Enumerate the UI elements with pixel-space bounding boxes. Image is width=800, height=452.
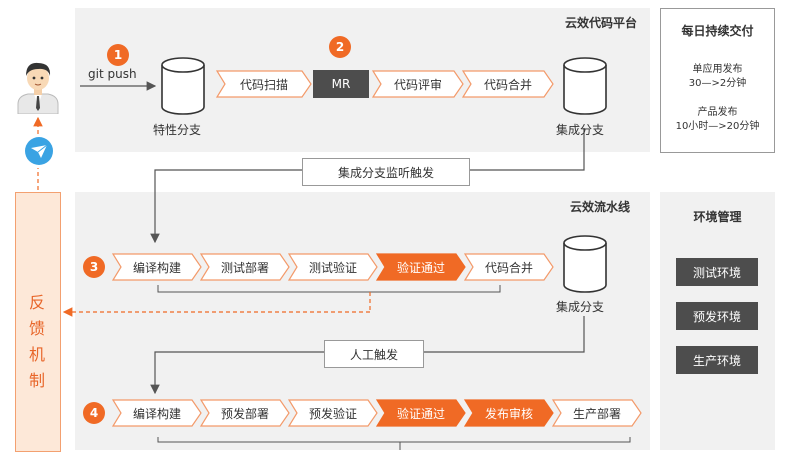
daily-delivery-box — [660, 8, 775, 153]
step-build-label: 编译构建 — [132, 260, 181, 275]
step-test-deploy-label: 测试部署 — [220, 260, 269, 275]
step-code-scan[interactable]: 代码扫描 — [216, 70, 312, 98]
feature-branch-db-icon — [161, 57, 205, 115]
step-code-scan-label: 代码扫描 — [239, 77, 288, 92]
step-test-deploy[interactable]: 测试部署 — [200, 253, 290, 281]
step-verified[interactable]: 验证通过 — [376, 253, 466, 281]
daily-item1-title: 单应用发布 — [692, 64, 743, 75]
feedback-bird-icon[interactable] — [24, 136, 54, 166]
step-staging-verify[interactable]: 预发验证 — [288, 399, 378, 427]
step-build-2-label: 编译构建 — [132, 406, 181, 421]
step-code-review[interactable]: 代码评审 — [372, 70, 464, 98]
step-release-review[interactable]: 发布审核 — [464, 399, 554, 427]
step-staging-deploy[interactable]: 预发部署 — [200, 399, 290, 427]
step-code-merge-2-label: 代码合并 — [484, 260, 533, 275]
code-platform-title: 云效代码平台 — [565, 16, 638, 30]
step-test-verify-label: 测试验证 — [308, 260, 357, 275]
step-release-review-label: 发布审核 — [484, 406, 533, 421]
env-production[interactable]: 生产环境 — [676, 346, 758, 374]
daily-delivery-title: 每日持续交付 — [681, 24, 754, 38]
step-badge-4: 4 — [83, 402, 105, 424]
daily-item2-title: 产品发布 — [697, 107, 738, 118]
integration-branch-label: 集成分支 — [556, 123, 605, 137]
step-test-verify[interactable]: 测试验证 — [288, 253, 378, 281]
step-build[interactable]: 编译构建 — [112, 253, 202, 281]
step-code-merge-label: 代码合并 — [483, 77, 532, 92]
feature-branch-label: 特性分支 — [153, 123, 202, 137]
integration-trigger-box: 集成分支监听触发 — [302, 158, 470, 186]
step-prod-deploy-label: 生产部署 — [572, 406, 621, 421]
step-verified-2[interactable]: 验证通过 — [376, 399, 466, 427]
integration-branch-db-icon — [563, 57, 607, 115]
feedback-char: 反 — [28, 293, 45, 312]
step-code-merge[interactable]: 代码合并 — [462, 70, 554, 98]
step-mr[interactable]: MR — [313, 70, 369, 98]
feedback-char: 制 — [28, 371, 45, 390]
integration-branch-db-icon-2 — [563, 235, 607, 293]
daily-item2-value: 10小时—>20分钟 — [675, 121, 760, 132]
env-title: 环境管理 — [693, 210, 742, 224]
feedback-label: 反 馈 机 制 — [24, 290, 50, 394]
step-verified-label: 验证通过 — [396, 260, 445, 275]
step-staging-verify-label: 预发验证 — [308, 406, 357, 421]
pipeline-title: 云效流水线 — [570, 200, 631, 214]
feedback-box — [15, 192, 61, 452]
step-prod-deploy[interactable]: 生产部署 — [552, 399, 642, 427]
step-mr-label: MR — [331, 77, 351, 91]
integration-branch-label-2: 集成分支 — [556, 300, 605, 314]
step-verified-2-label: 验证通过 — [396, 406, 445, 421]
step-build-2[interactable]: 编译构建 — [112, 399, 202, 427]
step-badge-3: 3 — [83, 256, 105, 278]
developer-avatar-icon — [17, 62, 59, 114]
step-code-merge-2[interactable]: 代码合并 — [464, 253, 554, 281]
env-staging[interactable]: 预发环境 — [676, 302, 758, 330]
git-push-label: git push — [88, 67, 137, 81]
feedback-char: 机 — [28, 345, 45, 364]
step-staging-deploy-label: 预发部署 — [220, 406, 269, 421]
step-badge-2: 2 — [329, 36, 351, 58]
step-code-review-label: 代码评审 — [393, 77, 442, 92]
feedback-char: 馈 — [28, 319, 45, 338]
step-badge-1: 1 — [107, 44, 129, 66]
daily-item1-value: 30—>2分钟 — [688, 78, 747, 89]
manual-trigger-box: 人工触发 — [324, 340, 424, 368]
env-test[interactable]: 测试环境 — [676, 258, 758, 286]
